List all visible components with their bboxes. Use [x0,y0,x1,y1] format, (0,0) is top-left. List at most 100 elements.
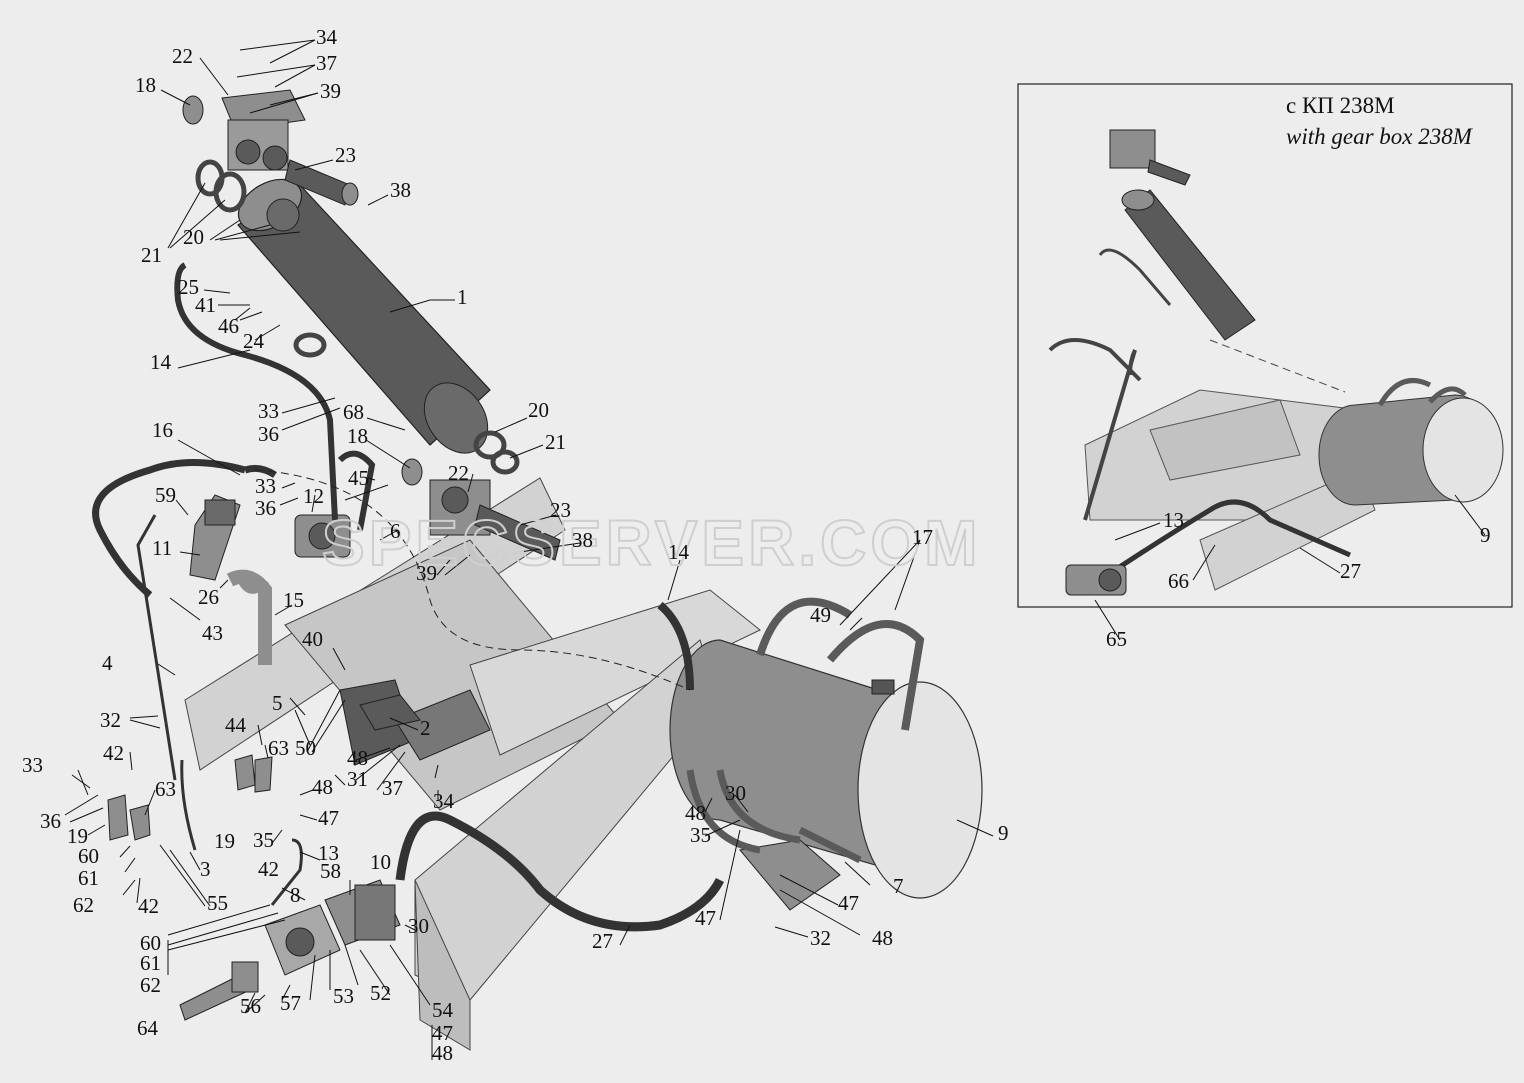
tank-strap-2 [826,620,925,731]
callout-45: 45 [348,466,369,490]
callout-2: 2 [420,716,431,740]
callout-labels: 34 37 39 22 18 23 38 20 21 1 25 41 46 24… [22,25,1491,1065]
callout-60-lower: 60 [140,931,161,955]
callout-25: 25 [178,275,199,299]
inset-hose-66 [1098,499,1352,583]
callout-43: 43 [202,621,223,645]
callout-27-inset: 27 [1340,559,1361,583]
upper-mount-bracket [182,89,306,171]
callout-37: 37 [316,51,337,75]
watermark: SPECSERVER.COM [322,507,981,579]
callout-15: 15 [283,588,304,612]
bracket-2 [359,694,421,731]
callout-57: 57 [280,991,301,1015]
callout-23: 23 [335,143,356,167]
pipe-3 [180,759,197,851]
callout-35-tank: 35 [690,823,711,847]
callout-47-mid: 47 [318,806,339,830]
callout-19-left: 19 [67,824,88,848]
ring-lower-a [293,332,327,358]
callout-23-lower: 23 [550,498,571,522]
callout-36-upper: 36 [258,422,279,446]
callout-54: 54 [432,998,454,1022]
control-valve [189,494,241,581]
callout-17: 17 [912,525,933,549]
inset-subtitle: with gear box 238M [1286,124,1474,149]
inset-fuel-tank [1318,378,1504,506]
callout-31: 31 [347,767,368,791]
callout-13: 13 [318,841,339,865]
ring-21-lower [490,449,520,475]
callout-63-upper: 63 [268,736,289,760]
callout-42-upper: 42 [103,741,124,765]
callout-4: 4 [102,651,113,675]
ring-20-upper [213,171,247,213]
callout-12: 12 [303,484,324,508]
callout-11: 11 [152,536,172,560]
callout-52: 52 [370,981,391,1005]
hose-16 [92,459,246,598]
callout-68: 68 [343,400,364,424]
callout-3: 3 [200,857,211,881]
callout-10: 10 [370,850,391,874]
callout-34: 34 [316,25,338,49]
inset-panel: с КП 238М with gear box 238M [1017,83,1513,608]
callout-55: 55 [207,891,228,915]
callout-50: 50 [295,736,316,760]
callout-62: 62 [73,893,94,917]
inset-hose-pressure [1083,349,1137,521]
callout-41: 41 [195,293,216,317]
leader-lines [64,39,1486,1060]
callout-48-tank: 48 [685,801,706,825]
hose-14-lower [657,601,694,691]
callout-60: 60 [78,844,99,868]
inset-hose-upper [1098,248,1172,306]
filler-cap [871,679,895,695]
callout-65: 65 [1106,627,1127,651]
callout-6: 6 [390,519,401,543]
callout-21-lower: 21 [545,430,566,454]
callout-18-lower: 18 [347,424,368,448]
callout-18: 18 [135,73,156,97]
callout-56: 56 [240,994,261,1018]
callout-22-lower: 22 [448,461,469,485]
hose-26 [235,572,269,594]
callout-61: 61 [78,866,99,890]
callout-22: 22 [172,44,193,68]
callout-19-right: 19 [214,829,235,853]
tank-bracket [686,769,862,911]
callout-7: 7 [893,874,904,898]
callout-53: 53 [333,984,354,1008]
callout-5: 5 [272,691,283,715]
dash-line-hose [254,469,691,691]
callout-14-upper: 14 [150,350,172,374]
callout-30-pump: 30 [408,914,429,938]
callout-64: 64 [137,1016,159,1040]
callout-46: 46 [218,314,239,338]
callout-48-bottom: 48 [432,1041,453,1065]
hose-14-upper [174,262,338,521]
pin-upper [284,159,359,206]
callout-38: 38 [390,178,411,202]
callout-14-lower: 14 [668,540,690,564]
inset-hose-left [1048,338,1142,382]
inset-pump-65 [1065,564,1127,596]
callout-38-lower: 38 [572,528,593,552]
callout-40: 40 [302,627,323,651]
fuel-tank [669,597,983,899]
callout-44: 44 [225,713,247,737]
callout-48-lower: 48 [312,775,333,799]
callout-32-bracket: 32 [810,926,831,950]
callout-63-lower: 63 [155,777,176,801]
callout-39: 39 [320,79,341,103]
callout-47-bracket: 47 [838,891,859,915]
callout-26: 26 [198,585,219,609]
callout-48-bracket: 48 [872,926,893,950]
hydraulic-pump [264,879,401,976]
callout-20: 20 [183,225,204,249]
callout-32-left: 32 [100,708,121,732]
pipe-4 [136,514,177,781]
valve-block [294,514,351,558]
